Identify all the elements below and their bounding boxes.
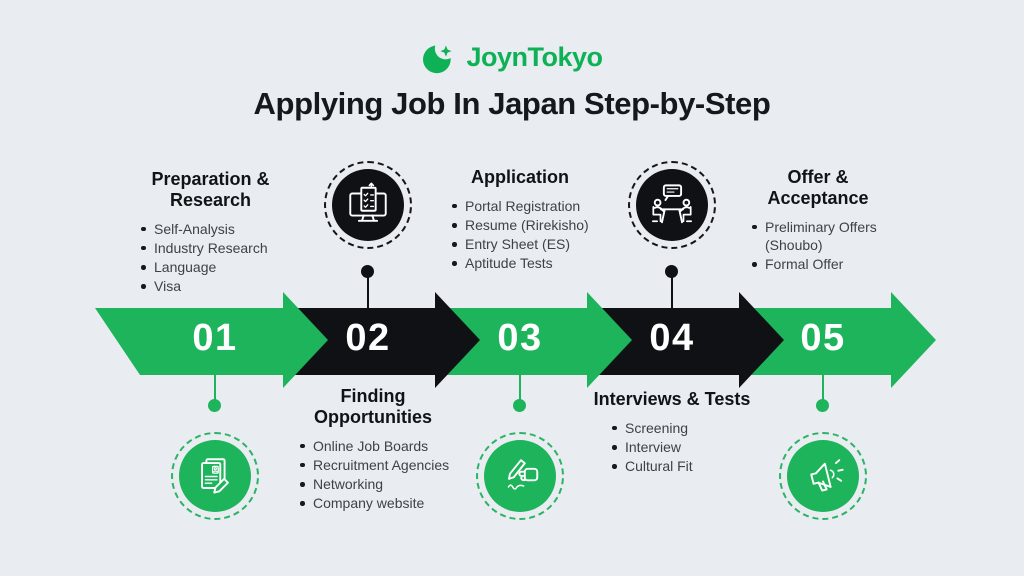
step-01-heading: Preparation & Research: [151, 169, 270, 210]
hand-signing-pen-icon: [507, 459, 539, 490]
step-02-icon-badge: [324, 161, 412, 249]
step-02-number: 02: [345, 317, 391, 359]
step-04-items: Screening Interview Cultural Fit: [610, 419, 746, 476]
step-03-items: Portal Registration Resume (Rirekisho) E…: [450, 197, 602, 273]
step-03-details: Application Portal Registration Resume (…: [440, 167, 600, 274]
step-05-items: Preliminary Offers (Shoubo) Formal Offer: [750, 218, 896, 274]
step-02-heading: Finding Opportunities: [314, 386, 432, 427]
step-01-icon-disc: [179, 440, 251, 512]
list-item: Resume (Rirekisho): [450, 216, 602, 234]
step-03-connector-line: [519, 374, 521, 401]
megaphone-announcement-icon: [810, 459, 844, 492]
brand-logo: JoynTokyo: [0, 38, 1024, 76]
step-04-heading: Interviews & Tests: [593, 389, 751, 409]
list-item: Cultural Fit: [610, 457, 746, 475]
step-03-heading: Application: [471, 167, 569, 187]
step-05-icon-badge: [779, 432, 867, 520]
arrow-01: [95, 292, 328, 388]
step-01-number: 01: [192, 317, 238, 359]
step-05-icon-disc: [787, 440, 859, 512]
monitor-checklist-upload-icon: [349, 182, 387, 222]
interview-table-speech-bubble-icon: [651, 184, 693, 224]
step-05-connector-line: [822, 374, 824, 401]
list-item: Preliminary Offers (Shoubo): [750, 218, 896, 254]
list-item: Language: [139, 258, 299, 276]
list-item: Networking: [298, 475, 450, 493]
step-05-connector-dot: [816, 399, 829, 412]
list-item: Entry Sheet (ES): [450, 235, 602, 253]
step-01-details: Preparation & Research Self-Analysis Ind…: [113, 169, 308, 297]
step-01-connector-dot: [208, 399, 221, 412]
list-item: Online Job Boards: [298, 437, 450, 455]
step-01-connector-line: [214, 374, 216, 401]
resume-documents-pencil-icon: [201, 458, 229, 494]
step-04-details: Interviews & Tests Screening Interview C…: [593, 389, 751, 476]
step-05-number: 05: [800, 317, 846, 359]
crescent-sparkle-icon: [423, 38, 457, 74]
arrow-02: [283, 292, 480, 388]
list-item: Interview: [610, 438, 746, 456]
step-03-connector-dot: [513, 399, 526, 412]
arrow-05: [739, 292, 936, 388]
step-02-details: Finding Opportunities Online Job Boards …: [288, 386, 458, 514]
step-02-icon-disc: [332, 169, 404, 241]
page-title: Applying Job In Japan Step-by-Step: [253, 86, 771, 121]
list-item: Recruitment Agencies: [298, 456, 450, 474]
arrow-04: [587, 292, 784, 388]
list-item: Self-Analysis: [139, 220, 299, 238]
timeline-arrows: [95, 292, 936, 388]
step-03-number: 03: [497, 317, 543, 359]
step-04-connector-dot: [665, 265, 678, 278]
step-02-connector-line: [367, 277, 369, 308]
step-01-icon-badge: [171, 432, 259, 520]
list-item: Aptitude Tests: [450, 254, 602, 272]
arrow-03: [435, 292, 632, 388]
list-item: Screening: [610, 419, 746, 437]
list-item: Visa: [139, 277, 299, 295]
step-03-icon-badge: [476, 432, 564, 520]
list-item: Portal Registration: [450, 197, 602, 215]
step-01-items: Self-Analysis Industry Research Language…: [139, 220, 299, 296]
step-05-details: Offer & Acceptance Preliminary Offers (S…: [739, 167, 897, 274]
step-04-icon-badge: [628, 161, 716, 249]
brand-name: JoynTokyo: [466, 41, 603, 72]
step-04-connector-line: [671, 277, 673, 308]
list-item: Industry Research: [139, 239, 299, 257]
step-04-number: 04: [649, 317, 695, 359]
step-03-icon-disc: [484, 440, 556, 512]
step-04-icon-disc: [636, 169, 708, 241]
step-02-items: Online Job Boards Recruitment Agencies N…: [298, 437, 450, 513]
list-item: Company website: [298, 494, 450, 512]
list-item: Formal Offer: [750, 255, 896, 273]
step-02-connector-dot: [361, 265, 374, 278]
step-05-heading: Offer & Acceptance: [767, 167, 869, 208]
